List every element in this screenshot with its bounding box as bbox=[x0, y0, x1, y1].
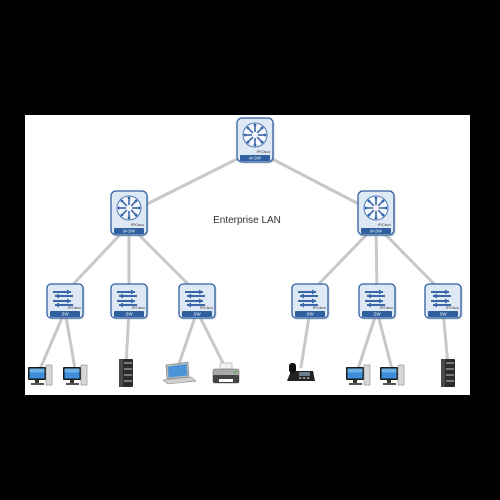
multilayer-switch-icon bbox=[242, 122, 268, 148]
link-line bbox=[124, 309, 131, 367]
multilayer-switch-icon bbox=[363, 195, 389, 221]
server-icon[interactable] bbox=[119, 359, 133, 387]
switch-arrows-icon bbox=[117, 289, 137, 308]
workstation-icon[interactable] bbox=[346, 364, 371, 386]
network-diagram: IP/CiscoM-SWIP/CiscoM-SWIP/CiscoM-SWIP/C… bbox=[28, 117, 463, 387]
workstation-icon[interactable] bbox=[28, 364, 53, 386]
switch-band bbox=[361, 228, 391, 234]
link-line bbox=[299, 309, 312, 369]
multilayer-switch-icon bbox=[116, 195, 142, 221]
ip-phone-icon[interactable] bbox=[287, 363, 315, 381]
switch-label: SW bbox=[439, 312, 447, 317]
switch-label: SW bbox=[193, 312, 201, 317]
vendor-badge: IP/Cisco bbox=[313, 306, 326, 310]
link-line bbox=[63, 309, 77, 371]
switch-band bbox=[50, 311, 80, 317]
switch-band bbox=[362, 311, 392, 317]
links bbox=[38, 148, 450, 371]
switch-label: M-SW bbox=[123, 229, 136, 234]
switch-band bbox=[114, 228, 144, 234]
link-line bbox=[38, 309, 67, 371]
workstation-icon[interactable] bbox=[380, 364, 405, 386]
switch-band bbox=[240, 155, 270, 161]
link-line bbox=[253, 148, 378, 215]
link-line bbox=[127, 148, 257, 215]
vendor-badge: IP/Cisco bbox=[132, 306, 145, 310]
link-line bbox=[176, 309, 199, 369]
vendor-badge: IP/Cisco bbox=[380, 306, 393, 310]
link-line bbox=[356, 309, 379, 371]
switch-band bbox=[114, 311, 144, 317]
vendor-badge: IP/Cisco bbox=[68, 306, 81, 310]
switch-label: SW bbox=[61, 312, 69, 317]
switch-label: M-SW bbox=[249, 156, 262, 161]
switch-label: SW bbox=[125, 312, 133, 317]
switch-band bbox=[182, 311, 212, 317]
switch-arrows-icon bbox=[185, 289, 205, 308]
switch-band bbox=[428, 311, 458, 317]
printer-icon[interactable] bbox=[212, 362, 240, 384]
nodes: IP/CiscoM-SWIP/CiscoM-SWIP/CiscoM-SWIP/C… bbox=[28, 117, 463, 387]
switch-band bbox=[295, 311, 325, 317]
switch-label: M-SW bbox=[370, 229, 383, 234]
diagram-title: Enterprise LAN bbox=[213, 215, 281, 226]
switch-arrows-icon bbox=[365, 289, 385, 308]
vendor-badge: IP/Cisco bbox=[200, 306, 213, 310]
switch-arrows-icon bbox=[298, 289, 318, 308]
server-icon[interactable] bbox=[441, 359, 455, 387]
link-line bbox=[195, 309, 228, 371]
link-line bbox=[441, 309, 450, 367]
workstation-icon[interactable] bbox=[63, 364, 88, 386]
laptop-icon[interactable] bbox=[162, 361, 197, 385]
vendor-badge: IP/Cisco bbox=[446, 306, 459, 310]
vendor-badge: IP/Cisco bbox=[257, 150, 270, 154]
switch-arrows-icon bbox=[53, 289, 73, 308]
vendor-badge: IP/Cisco bbox=[131, 223, 144, 227]
link-line bbox=[375, 309, 394, 371]
vendor-badge: IP/Cisco bbox=[378, 223, 391, 227]
switch-label: SW bbox=[373, 312, 381, 317]
switch-label: SW bbox=[306, 312, 314, 317]
switch-arrows-icon bbox=[431, 289, 451, 308]
